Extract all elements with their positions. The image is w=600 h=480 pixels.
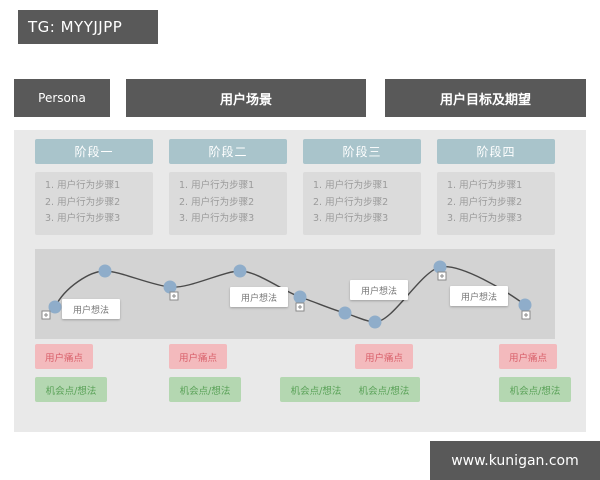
journey-node: [48, 300, 62, 314]
step-line: 2. 用户行为步骤2: [45, 196, 121, 208]
phase-steps-3: 1. 用户行为步骤1 2. 用户行为步骤2 3. 用户行为步骤3: [303, 172, 421, 235]
journey-node: [433, 260, 447, 274]
journey-panel: 阶段一 阶段二 阶段三 阶段四 1. 用户行为步骤1 2. 用户行为步骤2 3.…: [14, 130, 586, 432]
step-line: 3. 用户行为步骤3: [45, 213, 121, 225]
pin-marker-icon: [437, 271, 447, 281]
pain-point-box: 用户痛点: [169, 344, 227, 369]
step-line: 2. 用户行为步骤2: [313, 196, 389, 208]
tg-label: TG: MYYJJPP: [18, 10, 158, 44]
step-line: 3. 用户行为步骤3: [447, 213, 523, 225]
opportunity-box: 机会点/想法: [348, 377, 420, 402]
journey-node: [163, 280, 177, 294]
header-persona: Persona: [14, 79, 110, 117]
step-line: 3. 用户行为步骤3: [179, 213, 255, 225]
step-line: 1. 用户行为步骤1: [45, 180, 121, 191]
phase-steps-1: 1. 用户行为步骤1 2. 用户行为步骤2 3. 用户行为步骤3: [35, 172, 153, 235]
emotion-curve-band: 用户想法 用户想法 用户想法 用户想法: [35, 249, 555, 339]
step-line: 2. 用户行为步骤2: [179, 196, 255, 208]
journey-node: [338, 306, 352, 320]
phase-header-3: 阶段三: [303, 139, 421, 164]
phase-steps-4: 1. 用户行为步骤1 2. 用户行为步骤2 3. 用户行为步骤3: [437, 172, 555, 235]
pin-marker-icon: [41, 310, 51, 320]
pain-point-box: 用户痛点: [35, 344, 93, 369]
step-line: 1. 用户行为步骤1: [447, 180, 523, 191]
user-thought-box: 用户想法: [450, 286, 508, 306]
user-thought-box: 用户想法: [62, 299, 120, 319]
pin-markers: [41, 271, 531, 320]
website-label: www.kunigan.com: [430, 441, 600, 480]
opportunity-box: 机会点/想法: [35, 377, 107, 402]
header-user-goals: 用户目标及期望: [385, 79, 586, 117]
user-thought-box: 用户想法: [350, 280, 408, 300]
journey-node: [518, 298, 532, 312]
phase-steps-2: 1. 用户行为步骤1 2. 用户行为步骤2 3. 用户行为步骤3: [169, 172, 287, 235]
opportunity-box: 机会点/想法: [499, 377, 571, 402]
opportunity-box: 机会点/想法: [280, 377, 352, 402]
pin-marker-icon: [521, 310, 531, 320]
journey-node: [293, 290, 307, 304]
journey-node: [368, 315, 382, 329]
phase-header-1: 阶段一: [35, 139, 153, 164]
opportunity-box: 机会点/想法: [169, 377, 241, 402]
phase-header-4: 阶段四: [437, 139, 555, 164]
journey-node: [98, 264, 112, 278]
pain-point-box: 用户痛点: [355, 344, 413, 369]
step-line: 1. 用户行为步骤1: [313, 180, 389, 191]
step-line: 1. 用户行为步骤1: [179, 180, 255, 191]
phase-header-2: 阶段二: [169, 139, 287, 164]
step-line: 3. 用户行为步骤3: [313, 213, 389, 225]
user-thought-box: 用户想法: [230, 287, 288, 307]
pin-marker-icon: [169, 291, 179, 301]
pin-marker-icon: [295, 302, 305, 312]
header-user-scenario: 用户场景: [126, 79, 366, 117]
emotion-curve: [41, 260, 532, 329]
pain-point-box: 用户痛点: [499, 344, 557, 369]
journey-node: [233, 264, 247, 278]
journey-nodes: [48, 260, 532, 329]
step-line: 2. 用户行为步骤2: [447, 196, 523, 208]
